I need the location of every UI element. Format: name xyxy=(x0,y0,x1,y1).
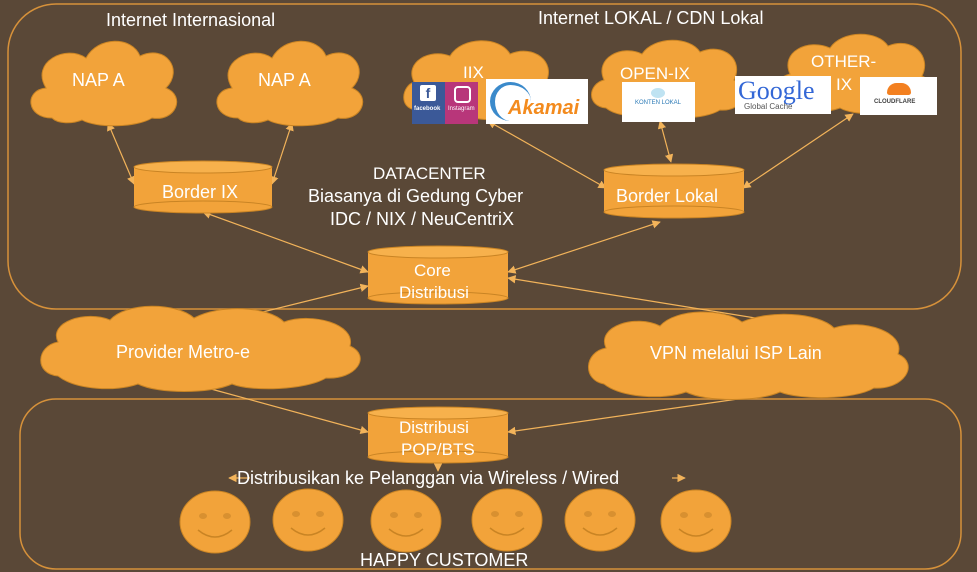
logo-akamai: Akamai xyxy=(486,79,588,124)
smiley-face-icon xyxy=(471,488,543,552)
distribution-caption: Distribusikan ke Pelanggan via Wireless … xyxy=(237,468,620,488)
cylinder-border-ix xyxy=(133,160,273,214)
cloud-label-iix: IIX xyxy=(463,63,484,82)
link-nap2-borderix xyxy=(270,122,294,185)
logo-google-global-cache: Google Global Cache xyxy=(735,76,831,114)
link-otherix-borderlokal xyxy=(742,113,854,189)
datacenter-title: DATACENTER xyxy=(373,164,486,183)
smiley-face-icon xyxy=(660,489,732,553)
cylinder-label-border-ix: Border IX xyxy=(162,182,239,202)
customer-region-frame xyxy=(19,398,962,570)
link-nap1-borderix xyxy=(107,122,135,185)
cloud-vpn-isp xyxy=(588,311,909,400)
link-vpn-pop xyxy=(507,397,746,436)
smiley-face-icon xyxy=(272,488,344,552)
cloud-label-nap-a-2: NAP A xyxy=(258,70,311,90)
logo-facebook-text: facebook xyxy=(414,106,441,112)
cylinder-label-pop-1: Distribusi xyxy=(399,418,469,437)
logo-instagram-text: Instagram xyxy=(448,106,475,112)
cylinder-label-core-1: Core xyxy=(414,261,451,280)
datacenter-locations: IDC / NIX / NeuCentriX xyxy=(330,209,515,229)
cloud-label-open-ix: OPEN-IX xyxy=(620,64,690,83)
datacenter-region-frame xyxy=(7,3,962,310)
link-borderix-core xyxy=(202,210,369,274)
cloud-label-other-ix-1: OTHER- xyxy=(811,52,877,71)
smiley-face-icon xyxy=(370,489,442,553)
logo-facebook: f facebook xyxy=(412,82,445,124)
cylinder-border-lokal xyxy=(603,163,745,219)
smiley-face-icon xyxy=(564,488,636,552)
cloud-nap-a-2 xyxy=(216,40,364,127)
customers-label: HAPPY CUSTOMER xyxy=(360,550,529,570)
logo-konten-lokal: KONTEN LOKAL xyxy=(622,82,695,122)
cloud-label-other-ix-2: IX xyxy=(836,75,853,94)
logo-cloudflare-text: CLOUDFLARE xyxy=(874,99,916,105)
region-title-lokal: Internet LOKAL / CDN Lokal xyxy=(538,8,764,28)
link-borderlokal-core xyxy=(507,220,661,274)
logo-google-text: Google xyxy=(738,76,815,105)
cloud-nap-a-1 xyxy=(30,40,178,127)
link-core-vpn xyxy=(507,275,781,323)
link-iix-borderlokal xyxy=(487,120,607,189)
cloud-provider-metro xyxy=(40,305,361,392)
cloud-label-vpn-isp: VPN melalui ISP Lain xyxy=(650,343,822,363)
logo-google-sub-text: Global Cache xyxy=(744,102,793,111)
cylinder-distribusi-pop xyxy=(367,406,509,464)
cloud-label-nap-a-1: NAP A xyxy=(72,70,125,90)
logo-cloudflare: CLOUDFLARE xyxy=(860,77,937,115)
region-title-internasional: Internet Internasional xyxy=(106,10,276,30)
cloud-label-provider-metro: Provider Metro-e xyxy=(116,342,251,362)
logo-konten-lokal-text: KONTEN LOKAL xyxy=(635,100,682,106)
datacenter-subtitle: Biasanya di Gedung Cyber xyxy=(308,186,524,206)
cylinder-label-pop-2: POP/BTS xyxy=(401,440,475,459)
link-metro-pop xyxy=(199,385,369,435)
cylinder-core-distribusi xyxy=(367,245,509,305)
logo-akamai-text: Akamai xyxy=(508,97,580,119)
logo-instagram: Instagram xyxy=(445,82,478,124)
connector-lines xyxy=(107,113,854,483)
cylinder-label-border-lokal: Border Lokal xyxy=(616,186,719,206)
link-openix-borderlokal xyxy=(657,120,674,163)
smiley-face-icon xyxy=(179,490,251,554)
cylinder-label-core-2: Distribusi xyxy=(399,283,469,302)
